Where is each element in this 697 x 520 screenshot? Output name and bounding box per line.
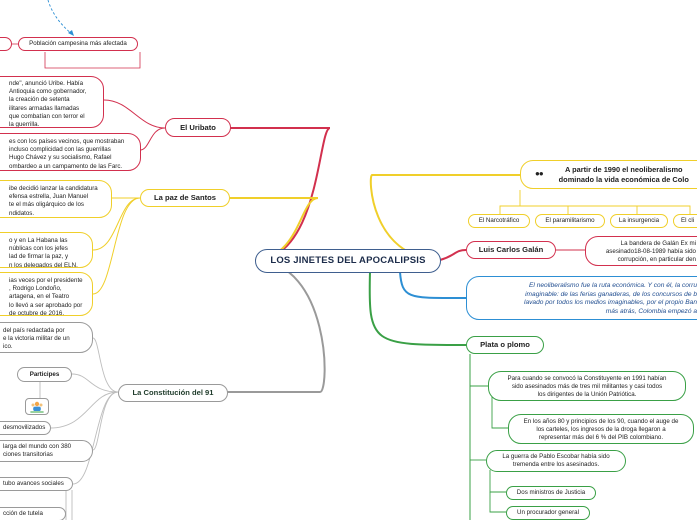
- line-center-uribato: [230, 127, 331, 261]
- constitucion-avances[interactable]: tubo avances sociales: [0, 477, 73, 491]
- central-topic[interactable]: LOS JINETES DEL APOCALIPSIS: [255, 249, 441, 273]
- plata-note-2[interactable]: La guerra de Pablo Escobar había sido tr…: [486, 450, 626, 472]
- uribato-top-item-0[interactable]: os: [0, 37, 12, 51]
- galan-note-0[interactable]: La bandera de Galán Ex mi asesinado18-08…: [585, 236, 697, 266]
- uribato-note-0[interactable]: nde", anunció Uribe. Había Antioquia com…: [0, 76, 104, 128]
- neo-child-cli[interactable]: El cli: [673, 214, 697, 228]
- neo-child-paramilitarismo[interactable]: El paramilitarismo: [535, 214, 605, 228]
- uribato-top-item-1[interactable]: Población campesina más afectada: [18, 37, 138, 51]
- people-icon: [30, 401, 44, 413]
- line-center-galan: [439, 249, 467, 261]
- constitucion-note-0[interactable]: del país redactada por e la victoria mil…: [0, 322, 93, 353]
- santos-note-0[interactable]: ibe decidió lanzar la candidatura efensa…: [0, 180, 112, 218]
- neo-child-insurgencia[interactable]: La insurgencia: [610, 214, 668, 228]
- santos-note-2[interactable]: ias veces por el presidente , Rodrigo Lo…: [0, 272, 93, 316]
- branch-paz-santos[interactable]: La paz de Santos: [140, 189, 230, 207]
- santos-note-1[interactable]: o y en La Habana las núblicas con los je…: [0, 232, 93, 268]
- branch-neoliberalismo[interactable]: ●● A partir de 1990 el neoliberalismo do…: [520, 160, 697, 189]
- branch-plata-plomo[interactable]: Plata o plomo: [466, 336, 544, 354]
- neo-child-narcotrafico[interactable]: El Narcotráfico: [468, 214, 530, 228]
- neoliberalismo-label: A partir de 1990 el neoliberalismo domin…: [558, 164, 689, 184]
- relation-arrowhead: [68, 30, 74, 36]
- relation-arrow: [47, 0, 73, 35]
- constitucion-participes[interactable]: Participes: [17, 367, 72, 382]
- constitucion-desmovilizados[interactable]: desmovilizados: [0, 421, 51, 435]
- line-center-quote: [399, 271, 467, 300]
- branch-constitucion[interactable]: La Constitución del 91: [118, 384, 228, 402]
- line-center-constitucion: [220, 259, 326, 393]
- plata-note-1[interactable]: En los años 80 y principios de los 90, c…: [508, 414, 694, 444]
- branch-uribato[interactable]: El Uribato: [165, 118, 231, 137]
- glasses-icon: ●●: [535, 169, 544, 179]
- plata-ministros[interactable]: Dos ministros de Justicia: [506, 486, 596, 500]
- plata-note-0[interactable]: Para cuando se convocó la Constituyente …: [488, 371, 686, 401]
- participants-image: [25, 398, 49, 415]
- branch-galan[interactable]: Luis Carlos Galán: [466, 241, 556, 259]
- uribato-note-1[interactable]: es con los países vecinos, que mostraban…: [0, 133, 141, 171]
- constitucion-tutela[interactable]: cción de tutela: [0, 507, 66, 520]
- plata-procurador[interactable]: Un procurador general: [506, 506, 590, 520]
- line-center-plata: [368, 271, 467, 346]
- neoliberalism-quote[interactable]: El neoliberalismo fue la ruta económica.…: [466, 276, 697, 320]
- constitucion-note-3[interactable]: larga del mundo con 380 ciones transitor…: [0, 440, 93, 462]
